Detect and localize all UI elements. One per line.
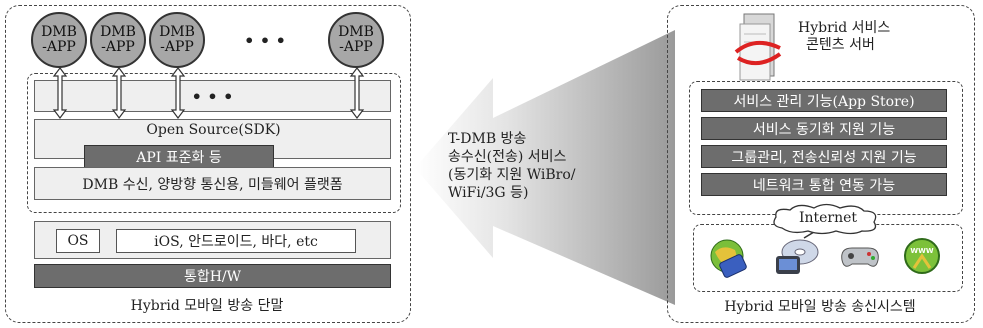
server-label: Hybrid 서비스 콘텐츠 서버 — [798, 20, 938, 54]
dmb-app-circle: DMB -APP — [90, 12, 146, 68]
function-label: 그룹관리, 전송신뢰성 지원 기능 — [731, 149, 917, 166]
connector-arrow — [171, 67, 185, 119]
dmb-app-label: DMB -APP — [41, 24, 77, 55]
api-standard-label: API 표준화 등 — [136, 150, 222, 166]
game-controller-icon — [841, 247, 879, 267]
map-device-icon — [710, 239, 747, 278]
hw-label: 통합H/W — [183, 269, 242, 285]
internet-label: Internet — [798, 210, 858, 226]
os-label-box: OS — [56, 229, 100, 253]
os-label: OS — [67, 233, 89, 249]
transmission-caption: Hybrid 모바일 방송 송신시스템 — [724, 299, 916, 315]
platform-box: DMB 수신, 양방향 통신용, 미들웨어 플랫폼 — [34, 167, 391, 200]
function-bar: 그룹관리, 전송신뢰성 지원 기능 — [701, 145, 947, 168]
open-source-label: Open Source(SDK) — [146, 122, 281, 138]
function-bar: 서비스 관리 기능(App Store) — [701, 89, 947, 112]
middleware-container — [27, 73, 401, 213]
interface-ellipsis: • • • — [191, 86, 234, 106]
os-list-label: iOS, 안드로이드, 바다, etc — [154, 234, 318, 250]
connector-arrow — [350, 67, 364, 119]
dmb-app-label: DMB -APP — [159, 24, 195, 55]
arrow-text: T-DMB 방송 송수신(전송) 서비스 (동기화 지원 WiBro/ WiFi… — [448, 130, 618, 202]
dmb-app-circle: DMB -APP — [31, 12, 87, 68]
svg-text:WWW: WWW — [910, 247, 933, 255]
os-list-box: iOS, 안드로이드, 바다, etc — [116, 229, 356, 253]
function-bar: 네트워크 통합 연동 가능 — [701, 173, 947, 196]
terminal-panel — [5, 5, 411, 323]
function-label: 서비스 관리 기능(App Store) — [733, 93, 915, 110]
broadcast-arrow — [415, 30, 675, 305]
integrated-hw-bar: 통합H/W — [34, 264, 391, 288]
apps-ellipsis: • • • — [244, 30, 286, 50]
dmb-app-label: DMB -APP — [338, 24, 374, 55]
dmb-disc-device-icon — [776, 232, 819, 274]
arrow-text-line: T-DMB 방송 — [448, 131, 527, 147]
arrow-text-line: WiFi/3G 등) — [448, 185, 529, 201]
arrow-text-line: (동기화 지원 WiBro/ — [448, 167, 576, 183]
terminal-caption: Hybrid 모바일 방송 단말 — [130, 298, 284, 314]
server-label-line: 콘텐츠 서버 — [806, 37, 875, 53]
arrow-text-line: 송수신(전송) 서비스 — [448, 149, 567, 165]
server-icon — [734, 13, 782, 81]
dmb-app-circle: DMB -APP — [149, 12, 205, 68]
internet-cloud-icon — [773, 203, 877, 235]
dmb-app-label: DMB -APP — [100, 24, 136, 55]
dmb-app-circle: DMB -APP — [328, 12, 384, 68]
connector-arrow — [53, 67, 67, 119]
function-label: 서비스 동기화 지원 기능 — [752, 121, 896, 138]
connector-arrow — [112, 67, 126, 119]
function-label: 네트워크 통합 연동 가능 — [752, 177, 896, 194]
app-interface-bar: • • • — [34, 80, 391, 112]
platform-label: DMB 수신, 양방향 통신용, 미들웨어 플랫폼 — [82, 176, 343, 193]
transmission-panel — [667, 5, 975, 323]
api-standard-bar: API 표준화 등 — [84, 145, 274, 169]
www-globe-icon: WWW — [904, 238, 940, 274]
function-bar: 서비스 동기화 지원 기능 — [701, 117, 947, 140]
server-label-line: Hybrid 서비스 — [798, 20, 891, 36]
